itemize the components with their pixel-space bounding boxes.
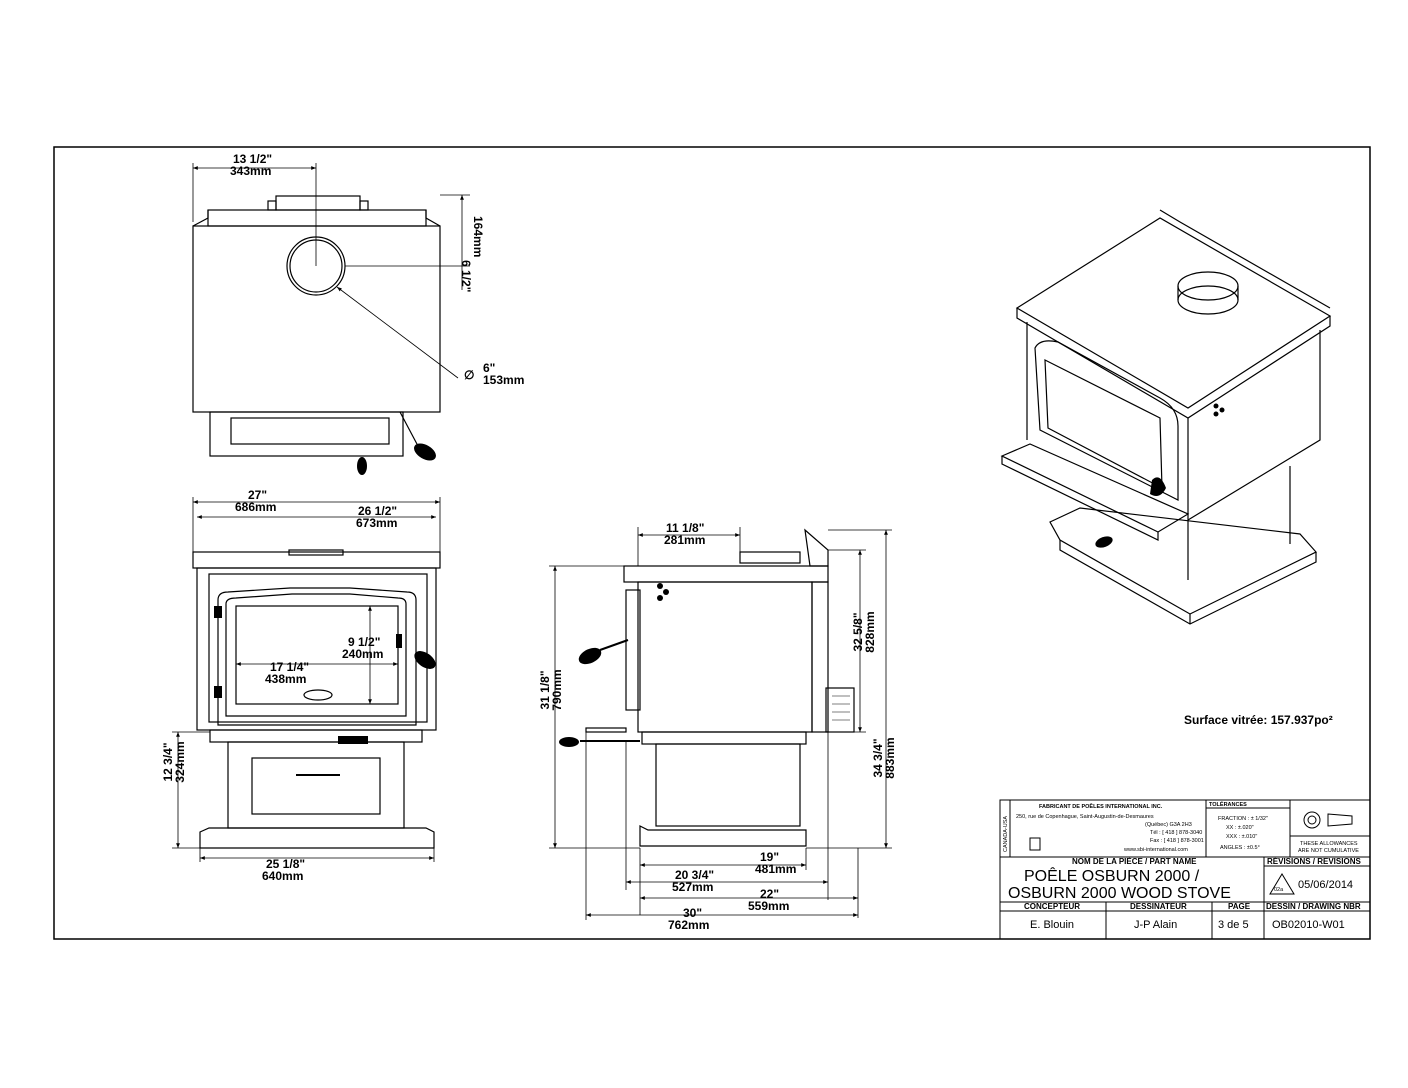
height-c-in: 34 3/4" [871,738,885,777]
title-block [999,799,1371,940]
isometric-view [1000,209,1332,625]
allowances-line-1: THESE ALLOWANCES [1300,841,1358,847]
iso-door-handle-icon [1150,477,1166,496]
tol-angles: ANGLES : ±0.5° [1220,845,1260,851]
revisions-label: RÉVISIONS / REVISIONS [1267,857,1361,866]
flue-diameter-mm: 153mm [483,373,524,387]
front-handle-knob-icon [357,457,367,475]
side-handle-knob-icon [414,443,436,461]
flue-diameter-in: 6" [483,361,495,375]
part-name-label: NOM DE LA PIÈCE / PART NAME [1072,857,1197,866]
revision-number: 02a [1274,887,1284,893]
glass-surface-note: Surface vitrée: 157.937po² [1184,713,1333,727]
diameter-symbol: ∅ [464,368,474,382]
tol-fraction: FRACTION : ± 1/32" [1218,816,1268,822]
tol-xxx: XXX : ±.010" [1226,834,1257,840]
drafter-name: J-P Alain [1134,919,1177,931]
projection-symbol-icon [1303,811,1321,829]
page-number: 3 de 5 [1218,919,1249,931]
glass-height-in: 9 1/2" [348,635,380,649]
company-logo-icon [1029,837,1041,851]
depth-a-mm: 527mm [672,880,713,894]
allowances-line-2: ARE NOT CUMULATIVE [1298,848,1359,854]
depth-a-in: 20 3/4" [675,868,714,882]
company-tel: Tél : [ 418 ] 878-3040 [1150,830,1202,836]
top-view [192,163,470,457]
top-width-in: 13 1/2" [233,152,272,166]
glass-width-mm: 438mm [265,672,306,686]
page-label: PAGE [1228,902,1251,911]
depth-b-in: 22" [760,887,779,901]
base-width-in: 25 1/8" [266,857,305,871]
designer-label: CONCEPTEUR [1024,902,1080,911]
side-view [549,527,892,920]
front-overall-in: 27" [248,488,267,502]
tolerances-label: TOLÉRANCES [1209,800,1247,808]
depth-total-mm: 762mm [668,918,709,932]
depth-b-mm: 559mm [748,899,789,913]
front-top-in: 26 1/2" [358,504,397,518]
company-name: FABRICANT DE POÊLES INTERNATIONAL INC. [1039,802,1163,810]
base-width-mm: 640mm [262,869,303,883]
sheet-border [53,146,1371,940]
height-a-in: 31 1/8" [538,670,552,709]
front-overall-mm: 686mm [235,500,276,514]
part-name-line-1: POÊLE OSBURN 2000 / [1024,866,1200,885]
base-depth-in: 19" [760,850,779,864]
tol-xx: XX : ±.020" [1226,825,1254,831]
height-b-mm: 828mm [863,611,877,652]
drawing-number-label: DESSIN / DRAWING NBR [1266,902,1361,911]
front-view-handles [214,606,436,744]
company-fax: Fax : [ 418 ] 878-3001 [1150,838,1204,844]
company-web: www.sbi-international.com [1123,847,1188,853]
flue-depth-mm: 281mm [664,533,705,547]
top-view-handles [357,443,436,475]
vertical-tag: CANADA-USA [1003,816,1009,852]
glass-height-mm: 240mm [342,647,383,661]
height-b-in: 32 5/8" [851,612,865,651]
side-door-handle-icon [578,647,602,665]
depth-total-in: 30" [683,906,702,920]
height-c-mm: 883mm [883,737,897,778]
flue-offset-in: 6 1/2" [459,260,473,292]
drawing-number: OB02010-W01 [1272,919,1345,931]
pedestal-height-mm: 324mm [173,741,187,782]
drafter-label: DESSINATEUR [1130,902,1187,911]
flue-offset-mm: 164mm [471,216,485,257]
base-depth-mm: 481mm [755,862,796,876]
front-view [172,497,441,862]
side-view-handles [559,583,669,747]
designer-name: E. Blouin [1030,919,1074,931]
company-address: 250, rue de Copenhague, Saint-Augustin-d… [1016,814,1154,820]
revision-triangle-icon [1269,873,1295,895]
iso-handles [1095,403,1225,548]
front-top-mm: 673mm [356,516,397,530]
pedestal-height-in: 12 3/4" [161,742,175,781]
iso-ash-handle-icon [1095,536,1113,548]
height-a-mm: 790mm [550,669,564,710]
door-handle-icon [414,651,436,669]
side-ash-handle-icon [559,737,579,747]
top-width-mm: 343mm [230,164,271,178]
door-glass [235,605,399,705]
company-city: (Québec) G3A 2H3 [1145,822,1192,828]
glass-width-in: 17 1/4" [270,660,309,674]
door-frame [217,587,417,726]
flue-depth-in: 11 1/8" [666,521,704,535]
side-air-vent [825,687,855,733]
part-name-line-2: OSBURN 2000 WOOD STOVE [1008,885,1231,902]
revision-date: 05/06/2014 [1298,879,1353,891]
